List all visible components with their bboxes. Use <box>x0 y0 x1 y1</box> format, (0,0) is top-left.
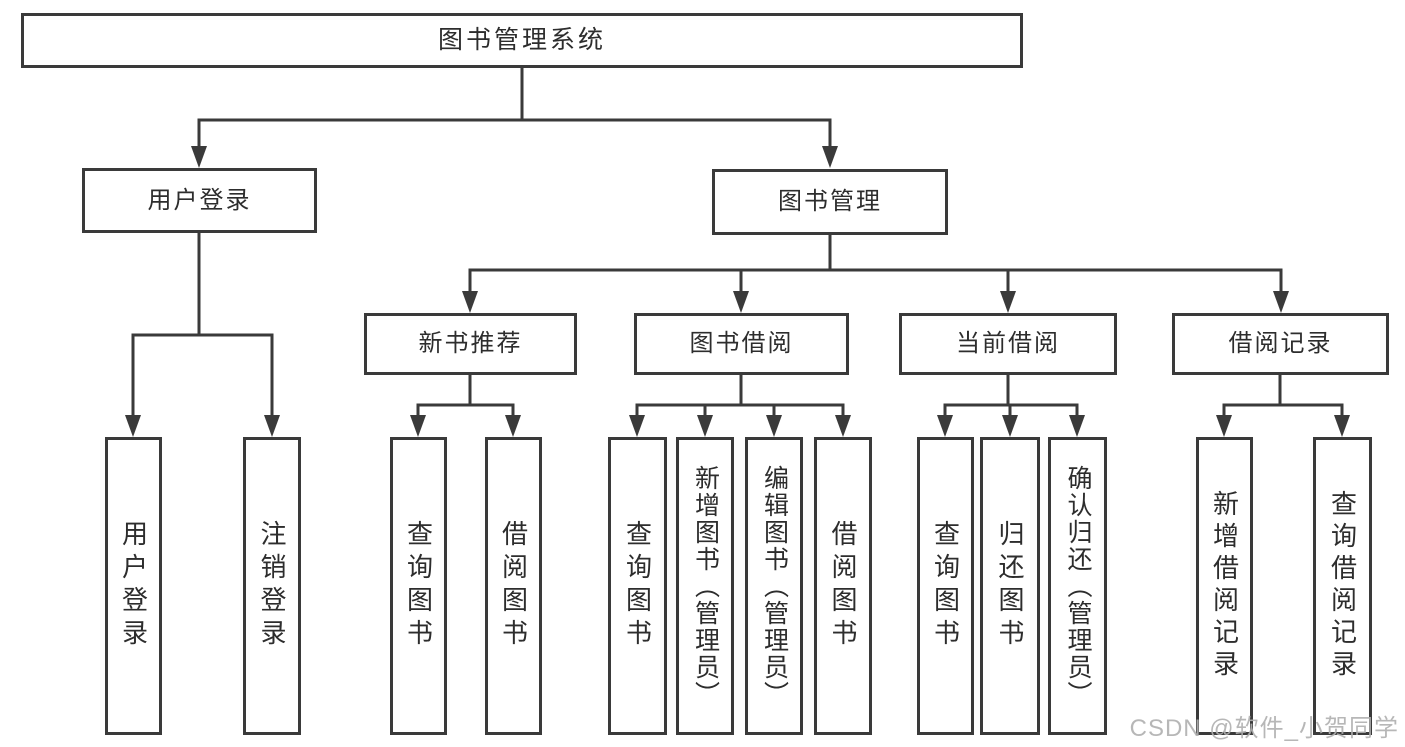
leaf-return-books-label: 归还图书 <box>995 520 1025 652</box>
leaf-borrow-books-recommend-label: 借阅图书 <box>498 520 529 652</box>
leaf-query-books-current-label: 查询图书 <box>930 520 961 652</box>
node-book-borrowing-label: 图书借阅 <box>689 330 794 357</box>
leaf-query-books-recommend-label: 查询图书 <box>403 520 434 652</box>
leaf-borrow-books-recommend: 借阅图书 <box>485 437 542 735</box>
leaf-confirm-return-admin-label: 确认归还（管理员） <box>1064 464 1092 708</box>
node-book-borrowing: 图书借阅 <box>634 313 849 375</box>
node-library-management-system: 图书管理系统 <box>21 13 1023 68</box>
node-book-management-label: 图书管理 <box>778 188 882 215</box>
leaf-add-borrow-record-label: 新增借阅记录 <box>1209 490 1240 682</box>
leaf-edit-books-admin: 编辑图书（管理员） <box>745 437 803 735</box>
node-new-book-recommendation-label: 新书推荐 <box>418 330 523 357</box>
leaf-query-books-recommend: 查询图书 <box>390 437 447 735</box>
leaf-add-borrow-record: 新增借阅记录 <box>1196 437 1253 735</box>
node-user-login: 用户登录 <box>82 168 317 233</box>
node-borrowing-records-label: 借阅记录 <box>1228 330 1333 357</box>
node-library-management-system-label: 图书管理系统 <box>437 26 606 54</box>
leaf-add-books-admin-label: 新增图书（管理员） <box>691 464 720 708</box>
leaf-confirm-return-admin: 确认归还（管理员） <box>1048 437 1107 735</box>
leaf-query-borrow-record: 查询借阅记录 <box>1313 437 1372 735</box>
node-borrowing-records: 借阅记录 <box>1172 313 1389 375</box>
leaf-query-borrow-record-label: 查询借阅记录 <box>1327 490 1358 682</box>
leaf-borrow-books-borrowing: 借阅图书 <box>814 437 872 735</box>
leaf-add-books-admin: 新增图书（管理员） <box>676 437 734 735</box>
leaf-query-books-borrowing-label: 查询图书 <box>622 520 653 652</box>
leaf-user-login: 用户登录 <box>105 437 162 735</box>
leaf-user-login-label: 用户登录 <box>118 520 149 652</box>
node-book-management: 图书管理 <box>712 169 948 235</box>
node-user-login-label: 用户登录 <box>147 186 252 214</box>
node-current-borrowing: 当前借阅 <box>899 313 1117 375</box>
leaf-return-books: 归还图书 <box>980 437 1040 735</box>
node-new-book-recommendation: 新书推荐 <box>364 313 577 375</box>
leaf-edit-books-admin-label: 编辑图书（管理员） <box>760 464 789 708</box>
leaf-logout-label: 注销登录 <box>257 520 287 652</box>
leaf-query-books-current: 查询图书 <box>917 437 974 735</box>
node-current-borrowing-label: 当前借阅 <box>956 330 1060 357</box>
leaf-query-books-borrowing: 查询图书 <box>608 437 667 735</box>
leaf-logout: 注销登录 <box>243 437 301 735</box>
leaf-borrow-books-borrowing-label: 借阅图书 <box>828 520 858 652</box>
